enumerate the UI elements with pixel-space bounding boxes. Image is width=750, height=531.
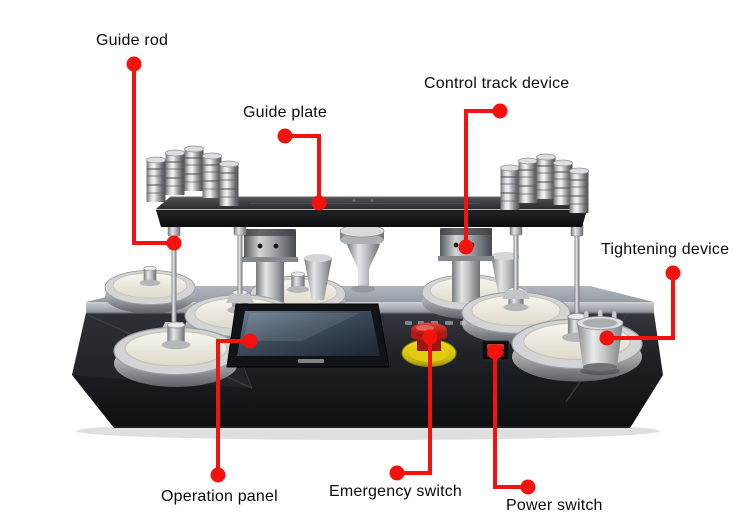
center-spindle (339, 224, 385, 293)
callout-label-tightening-device: Tightening device (601, 241, 730, 258)
leader-guide-plate (277, 128, 327, 211)
callout-label-operation-panel: Operation panel (161, 488, 278, 505)
leader-guide-rod (126, 56, 182, 251)
leader-lines (126, 56, 681, 495)
panel-logo-mark (298, 359, 324, 363)
callout-label-emergency-switch: Emergency switch (329, 483, 463, 500)
operation-panel-part (226, 303, 390, 368)
leader-emergency-switch (389, 329, 438, 481)
touchscreen (237, 311, 380, 356)
tightening-device-part (576, 308, 624, 375)
callout-label-guide-plate: Guide plate (243, 104, 328, 121)
leader-control-track-device (458, 103, 508, 255)
callout-label-control-track-device: Control track device (424, 75, 570, 92)
control-track-clamps (242, 228, 519, 302)
leader-tightening-device (599, 265, 681, 346)
callout-label-power-switch: Power switch (506, 497, 603, 514)
callout-label-guide-rod: Guide rod (96, 32, 169, 49)
leader-operation-panel (210, 333, 258, 483)
leader-power-switch (487, 344, 536, 495)
